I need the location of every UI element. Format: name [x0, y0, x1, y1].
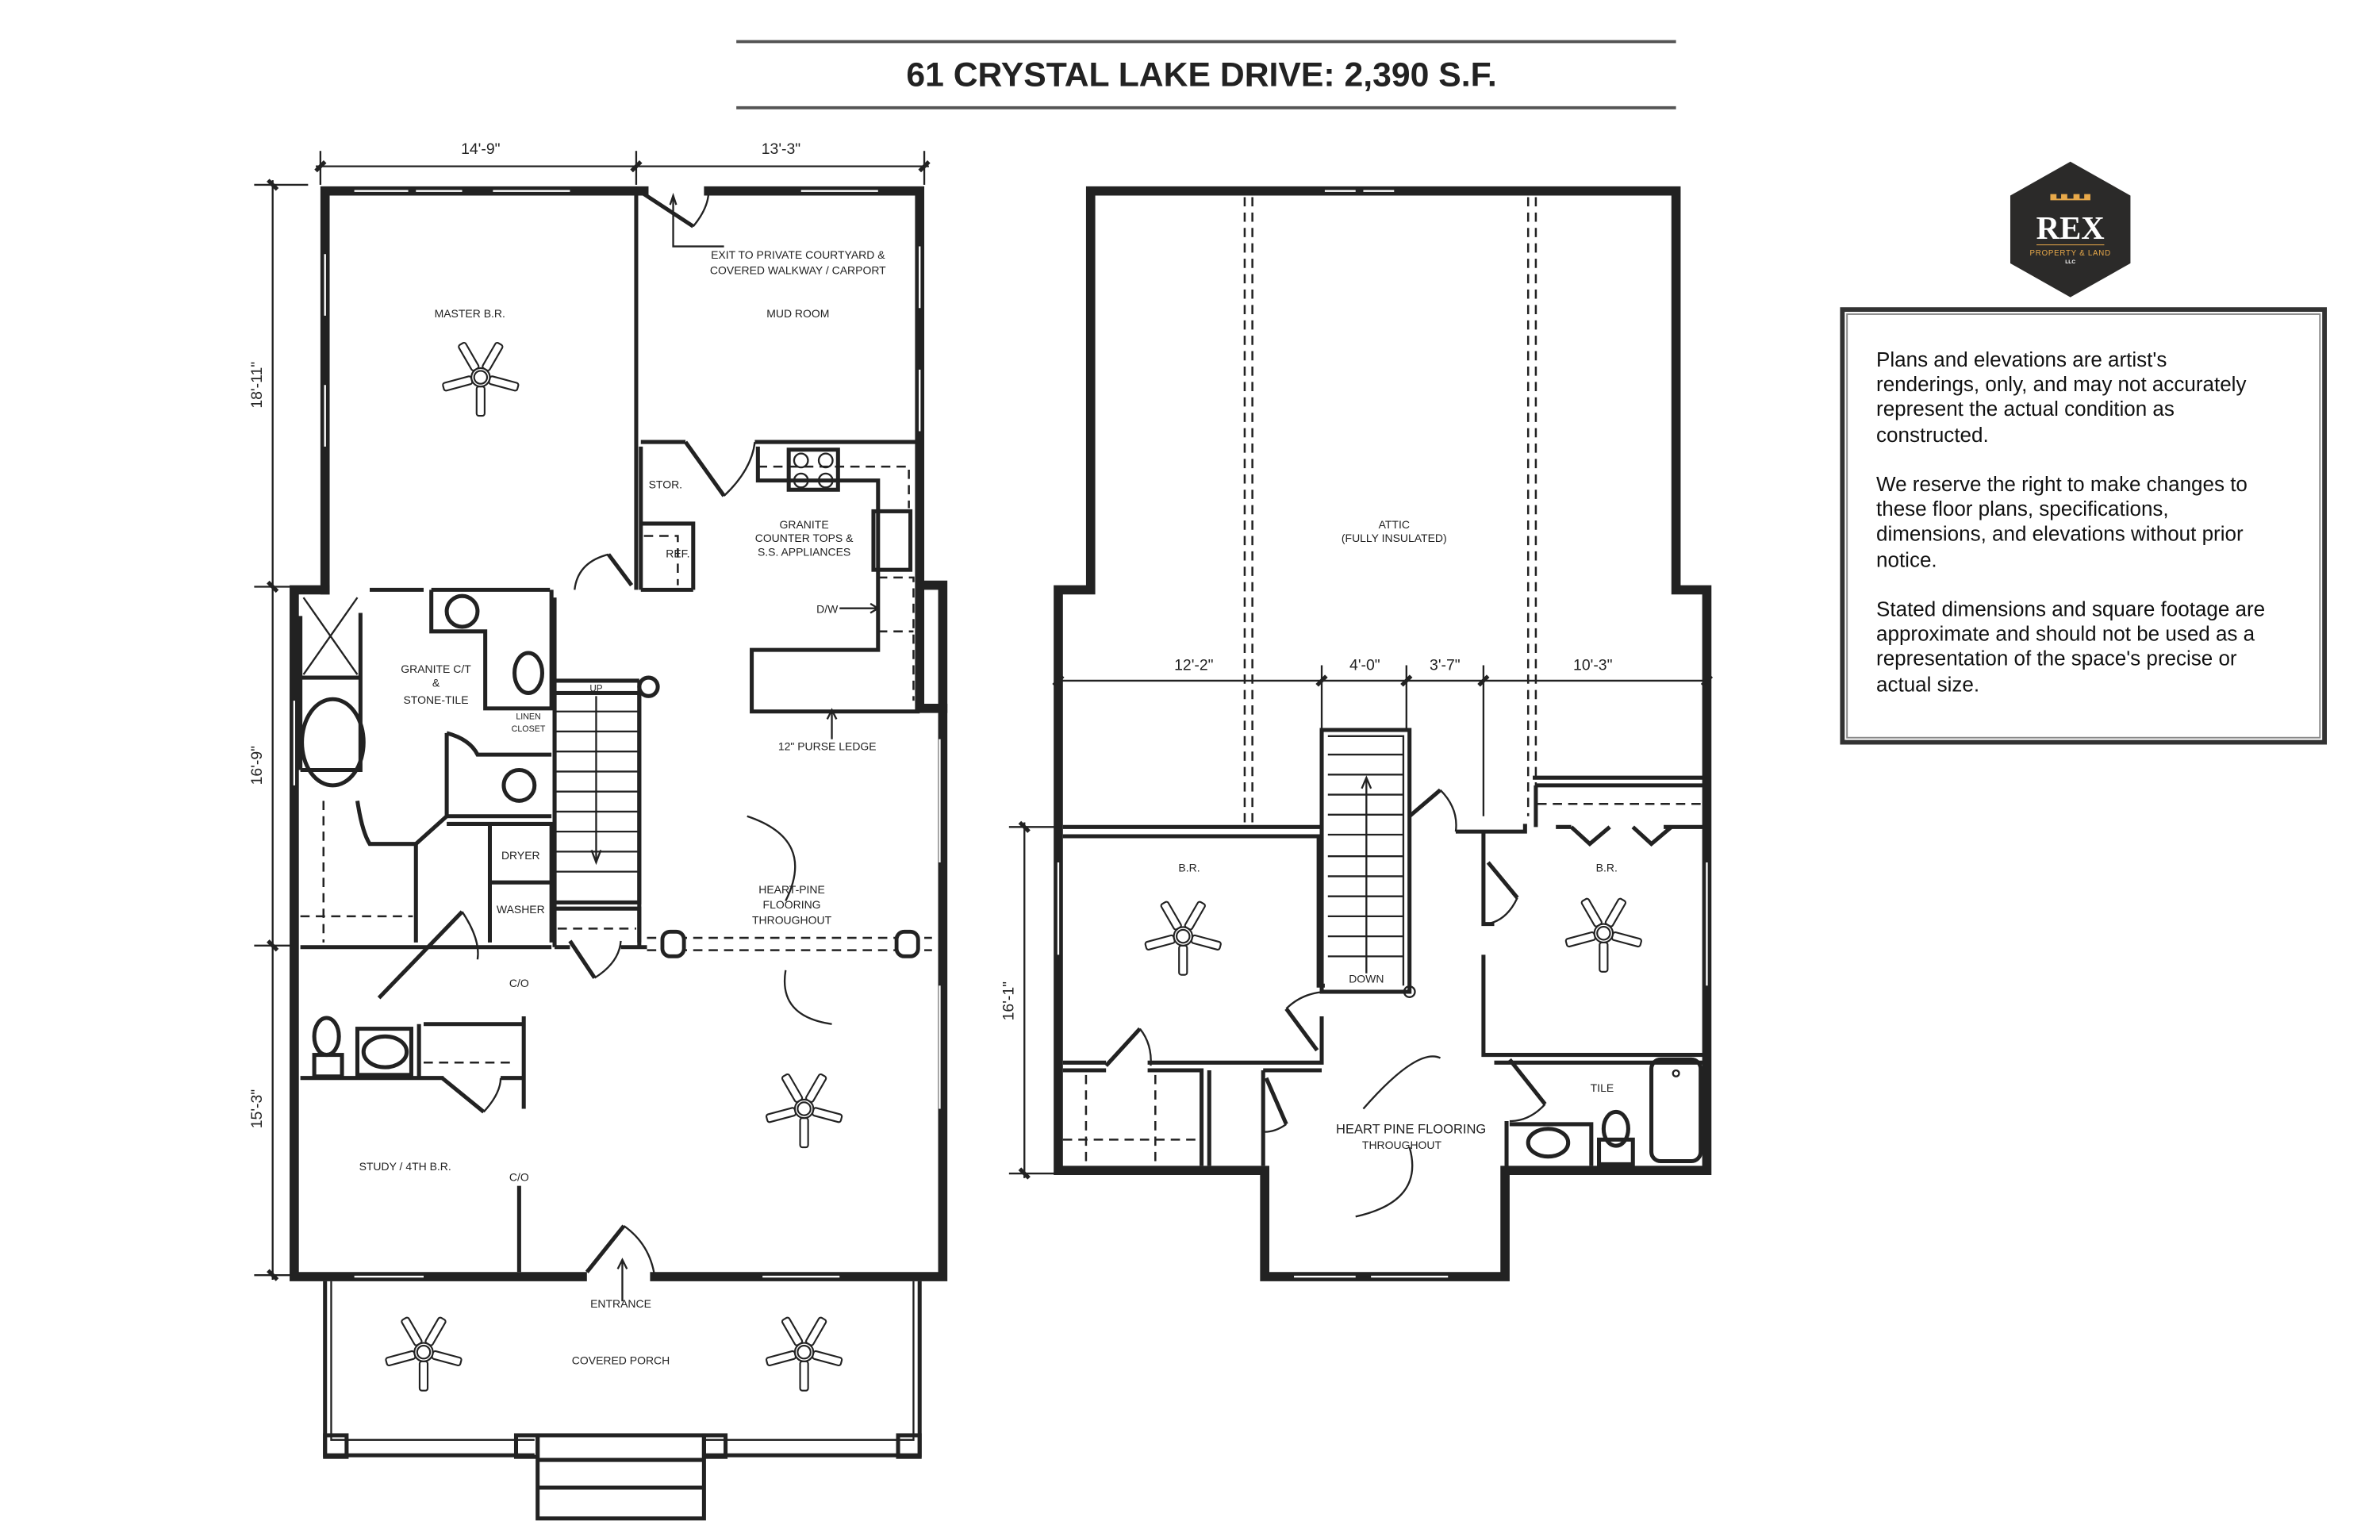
label-attic-2: (FULLY INSULATED) [1342, 532, 1447, 544]
disclaimer-line: actual size. [1876, 673, 1979, 697]
disclaimer-line: represent the actual condition as [1876, 397, 2175, 421]
disclaimer-line: notice. [1876, 547, 1937, 571]
label-up: UP [589, 684, 602, 694]
dim-left-3: 15'-3" [248, 1089, 266, 1129]
first-floor-dimensions: 14'-9" 13'-3" 18'-11" 16'-9" 15'-3" [248, 140, 931, 1281]
label-master-br: MASTER B.R. [435, 307, 505, 320]
disclaimer-box: Plans and elevations are artist's render… [1840, 307, 2328, 745]
ceiling-fan-icon [765, 1072, 843, 1149]
rex-logo: REX PROPERTY & LAND LLC [2010, 161, 2131, 298]
label-covered-porch: COVERED PORCH [572, 1354, 670, 1367]
label-bath-3: STONE-TILE [403, 693, 468, 706]
rafter-lines [1243, 197, 1537, 828]
label-tile: TILE [1591, 1081, 1614, 1094]
label-granite-1: GRANITE [780, 518, 829, 531]
title-block: 61 CRYSTAL LAKE DRIVE: 2,390 S.F. [736, 40, 1676, 109]
first-floor-exterior-walls [290, 186, 948, 1281]
label-flooring-2: FLOORING [763, 898, 821, 911]
disclaimer-line: these floor plans, specifications, [1876, 497, 2169, 520]
dim-top-left: 14'-9" [461, 140, 501, 158]
label-purse-ledge: 12" PURSE LEDGE [778, 739, 877, 752]
logo-name: REX [2036, 210, 2105, 246]
label-refrigerator: REF. [666, 547, 689, 560]
second-floor-interior [1062, 728, 1704, 1218]
disclaimer-line: Plans and elevations are artist's [1876, 348, 2167, 371]
label-entrance: ENTRANCE [590, 1297, 651, 1310]
label-upper-flooring-1: HEART PINE FLOORING [1336, 1123, 1486, 1137]
dim-left-2: 16'-9" [248, 746, 266, 785]
logo-llc: LLC [2065, 259, 2075, 265]
dim-upper-4: 10'-3" [1573, 656, 1613, 674]
first-floor-labels: MASTER B.R. EXIT TO PRIVATE COURTYARD & … [359, 248, 887, 1367]
ceiling-fan-icon [1143, 900, 1223, 976]
label-exit-1: EXIT TO PRIVATE COURTYARD & [711, 248, 885, 261]
covered-porch [323, 1281, 922, 1521]
label-bedroom-left: B.R. [1178, 862, 1200, 874]
disclaimer-line: representation of the space's precise or [1876, 647, 2237, 670]
disclaimer-line: approximate and should not be used as a [1876, 621, 2255, 645]
dim-left-1: 18'-11" [248, 362, 266, 409]
second-floor-labels: ATTIC (FULLY INSULATED) B.R. B.R. DOWN T… [1178, 518, 1617, 1151]
ceiling-fan-icon [441, 340, 520, 417]
crown-icon [2050, 194, 2090, 201]
label-coat-closet-2: C/O [509, 1171, 529, 1184]
disclaimer-line: dimensions, and elevations without prior [1876, 521, 2244, 545]
dim-top-right: 13'-3" [762, 140, 801, 158]
ceiling-fan-icon [1564, 897, 1643, 973]
label-washer: WASHER [497, 903, 545, 916]
label-granite-3: S.S. APPLIANCES [758, 546, 850, 559]
label-mud-room: MUD ROOM [766, 307, 829, 320]
label-attic-1: ATTIC [1379, 518, 1410, 531]
label-exit-2: COVERED WALKWAY / CARPORT [710, 264, 886, 277]
ceiling-fan-icon [765, 1315, 843, 1392]
label-down: DOWN [1349, 972, 1384, 985]
disclaimer-line: Stated dimensions and square footage are [1876, 597, 2265, 620]
dim-upper-3: 3'-7" [1430, 656, 1461, 674]
dim-upper-2: 4'-0" [1349, 656, 1380, 674]
label-granite-2: COUNTER TOPS & [755, 532, 854, 544]
label-upper-flooring-2: THROUGHOUT [1362, 1139, 1442, 1151]
disclaimer-line: We reserve the right to make changes to [1876, 472, 2248, 496]
label-bath-2: & [432, 677, 440, 689]
label-dryer: DRYER [501, 849, 540, 862]
label-coat-closet: C/O [509, 977, 529, 989]
second-floor-dimensions: 12'-2" 4'-0" 3'-7" 10'-3" 16'-1" [1000, 656, 1714, 1180]
first-floor-interior-walls [298, 440, 920, 1273]
label-bath-1: GRANITE C/T [401, 662, 471, 675]
dim-upper-left: 16'-1" [1000, 981, 1018, 1021]
label-flooring-3: THROUGHOUT [752, 914, 832, 927]
label-flooring-1: HEART-PINE [758, 883, 825, 896]
label-study: STUDY / 4TH B.R. [359, 1160, 451, 1173]
page-title: 61 CRYSTAL LAKE DRIVE: 2,390 S.F. [906, 56, 1496, 94]
label-linen-1: LINEN [516, 712, 540, 721]
label-storage: STOR. [649, 478, 682, 490]
dim-upper-1: 12'-2" [1174, 656, 1214, 674]
first-floor-doors [377, 190, 756, 1302]
ceiling-fan-icon [384, 1315, 463, 1392]
disclaimer-line: renderings, only, and may not accurately [1876, 372, 2246, 396]
first-floor-plan: 14'-9" 13'-3" 18'-11" 16'-9" 15'-3" [248, 140, 948, 1521]
label-dishwasher: D/W [816, 603, 839, 616]
disclaimer-line: constructed. [1876, 423, 1989, 447]
logo-subtitle: PROPERTY & LAND [2030, 249, 2111, 258]
label-linen-2: CLOSET [512, 724, 546, 734]
label-bedroom-right: B.R. [1596, 862, 1618, 874]
first-floor-stairs [552, 675, 660, 943]
kitchen [643, 446, 920, 739]
beam [647, 815, 932, 1025]
second-floor-plan: 12'-2" 4'-0" 3'-7" 10'-3" 16'-1" [1000, 186, 1714, 1281]
